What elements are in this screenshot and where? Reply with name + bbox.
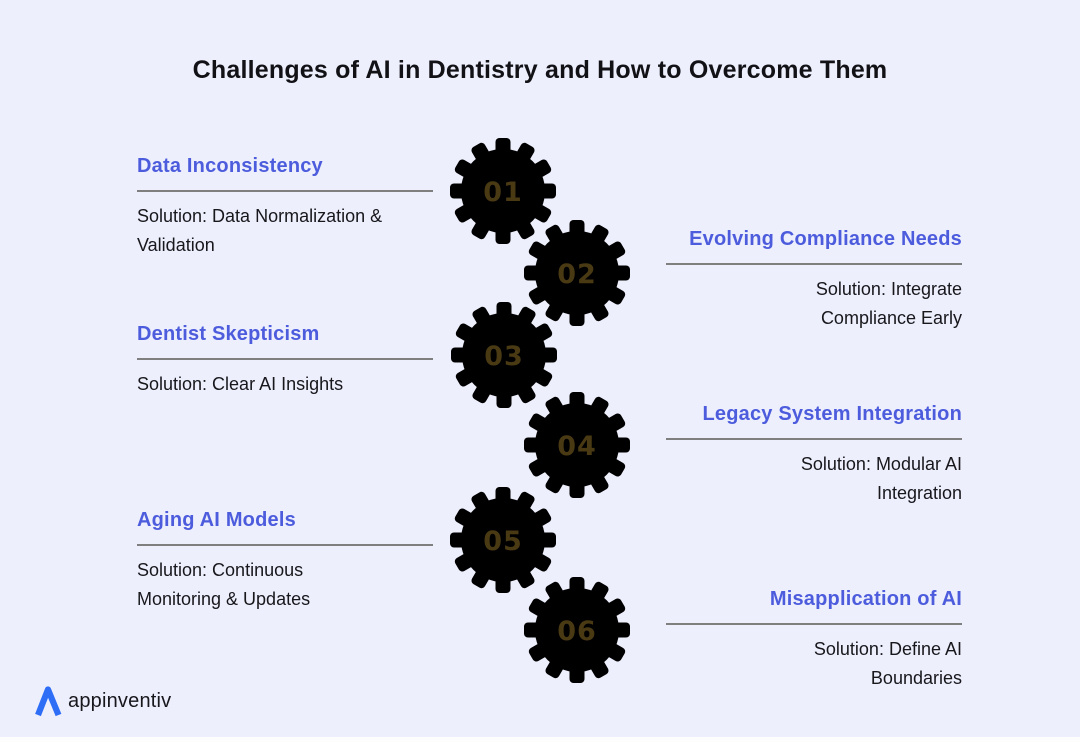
gear-icon-04: 04 (524, 392, 630, 498)
divider-line (137, 190, 433, 192)
challenge-item-data-inconsistency: Data Inconsistency Solution: Data Normal… (137, 154, 433, 260)
solution-line: Solution: Integrate (815, 279, 962, 299)
gear-icon-02: 02 (524, 220, 630, 326)
solution-line: Solution: Modular AI (800, 454, 962, 474)
solution-line: Validation (137, 235, 215, 255)
solution-line: Compliance Early (820, 308, 962, 328)
divider-line (666, 438, 962, 440)
gear-number: 01 (483, 177, 523, 208)
divider-line (666, 263, 962, 265)
solution-text: Solution: Clear AI Insights (137, 370, 433, 399)
solution-line: Integration (876, 483, 962, 503)
challenge-title: Dentist Skepticism (137, 323, 320, 345)
divider-line (137, 358, 433, 360)
solution-text: Solution: Data Normalization & Validatio… (137, 202, 433, 260)
solution-line: Boundaries (870, 668, 962, 688)
gear-icon-05: 05 (450, 487, 556, 593)
solution-text: Solution: Integrate Compliance Early (666, 275, 962, 333)
appinventiv-logo-icon (35, 686, 62, 717)
challenge-title: Data Inconsistency (137, 155, 323, 177)
solution-text: Solution: Modular AI Integration (666, 450, 962, 508)
solution-line: Solution: Clear AI Insights (137, 374, 344, 394)
solution-line: Monitoring & Updates (137, 589, 311, 609)
brand-logo-text: appinventiv (68, 689, 172, 712)
divider-line (137, 544, 433, 546)
challenge-item-misapplication: Misapplication of AI Solution: Define AI… (666, 587, 962, 693)
divider-line (666, 623, 962, 625)
solution-line: Solution: Continuous (137, 560, 304, 580)
gear-icon-06: 06 (524, 577, 630, 683)
gear-number: 04 (557, 431, 597, 462)
bottom-edge-strip (0, 737, 1080, 742)
gear-icon-03: 03 (451, 302, 557, 408)
brand-logo: appinventiv (33, 684, 171, 718)
challenge-title: Evolving Compliance Needs (689, 228, 962, 250)
solution-text: Solution: Define AI Boundaries (666, 635, 962, 693)
page-title: Challenges of AI in Dentistry and How to… (192, 56, 888, 84)
gear-number: 05 (483, 526, 523, 557)
challenge-title: Aging AI Models (137, 509, 296, 531)
gear-icon-01: 01 (450, 138, 556, 244)
gear-number: 02 (557, 259, 597, 290)
solution-text: Solution: Continuous Monitoring & Update… (137, 556, 433, 614)
challenge-item-evolving-compliance: Evolving Compliance Needs Solution: Inte… (666, 227, 962, 333)
challenge-item-dentist-skepticism: Dentist Skepticism Solution: Clear AI In… (137, 322, 433, 399)
challenge-item-aging-models: Aging AI Models Solution: Continuous Mon… (137, 508, 433, 614)
solution-line: Solution: Data Normalization & (137, 206, 383, 226)
solution-line: Solution: Define AI (813, 639, 962, 659)
challenge-title: Legacy System Integration (702, 403, 962, 425)
gear-number: 03 (484, 341, 524, 372)
challenge-title: Misapplication of AI (769, 588, 962, 610)
challenge-item-legacy-integration: Legacy System Integration Solution: Modu… (666, 402, 962, 508)
gear-number: 06 (557, 616, 597, 647)
